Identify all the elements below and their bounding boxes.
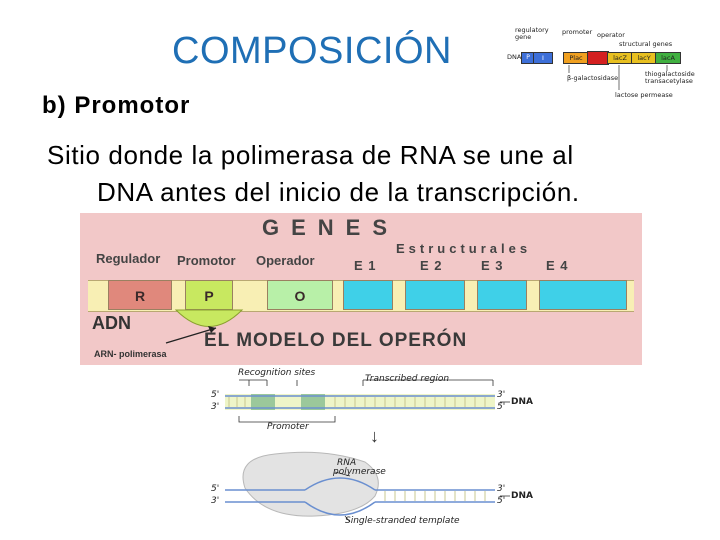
lacz-box: lacZ [607,52,633,64]
e3-label: E 3 [481,258,504,273]
polymerase-label: polymerase [333,467,386,477]
dna-label-top: DNA [511,397,533,407]
e2-label: E 2 [420,258,443,273]
three-prime-top-right: 3' [497,390,506,400]
dna-label-bottom: DNA [511,491,533,501]
slide-title: COMPOSICIÓN [172,30,452,72]
structural-gene-e3 [477,280,527,310]
recognition-sites-label: Recognition sites [238,368,316,378]
five-prime-bottom: 5' [211,484,220,494]
polymerase-shape [165,309,244,344]
dna-label: DNA [507,53,522,61]
structural-gene-e4 [539,280,627,310]
transcription-diagram: Recognition sites Transcribed region 5' … [205,366,540,536]
promoter-segment: P [185,280,233,310]
single-strand-label: Single-stranded template [345,516,460,526]
down-arrow-icon: ↓ [370,426,379,446]
lacy-box: lacY [631,52,657,64]
operon-model-panel: GENES Estructurales Regulador Promotor O… [80,213,642,365]
five-prime-top: 5' [211,390,220,400]
laca-box: lacA [655,52,681,64]
transacetylase-label: thiogalactoside transacetylase [645,70,695,85]
operon-model-title: EL MODELO DEL OPERÓN [204,330,468,351]
transcribed-region-label: Transcribed region [365,374,450,384]
operador-label: Operador [256,253,315,268]
promoter-bracket-label: Promoter [267,422,309,432]
e4-label: E 4 [546,258,569,273]
promotor-label: Promotor [177,253,236,268]
operator-segment: O [267,280,333,310]
regulatory-gene-label: regulatory gene [515,26,549,41]
five-prime-top-right: 5' [497,402,506,412]
permease-label: lactose permease [615,91,673,99]
i-gene-box: I [533,52,553,64]
promoter-label: promoter [562,28,593,36]
three-prime-top: 3' [211,402,220,412]
lac-arrows [568,65,668,90]
operator-label: operator [597,31,625,39]
rna-label: RNA [337,458,357,468]
definition-line-1: Sitio donde la polimerasa de RNA se une … [47,140,574,170]
five-prime-bottom-right: 5' [497,496,506,506]
genes-heading: GENES [262,215,400,240]
lac-operon-diagram: regulatory gene promoter operator struct… [505,27,715,107]
plac-box: Plac [563,52,589,64]
regulator-segment: R [108,280,172,310]
estructurales-label: Estructurales [396,241,532,256]
structural-gene-e1 [343,280,393,310]
structural-genes-label: structural genes [619,40,673,48]
regulador-label: Regulador [96,251,161,266]
transcription-drawing [225,379,510,523]
arn-polimerasa-label: ARN- polimerasa [94,349,167,359]
three-prime-bottom-right: 3' [497,484,506,494]
beta-gal-label: β-galactosidase [567,74,619,82]
three-prime-bottom: 3' [211,496,220,506]
e1-label: E 1 [354,258,377,273]
section-subtitle: b) Promotor [42,92,191,119]
structural-gene-e2 [405,280,465,310]
adn-label: ADN [92,313,131,333]
definition-line-2: DNA antes del inicio de la transcripción… [97,177,580,207]
